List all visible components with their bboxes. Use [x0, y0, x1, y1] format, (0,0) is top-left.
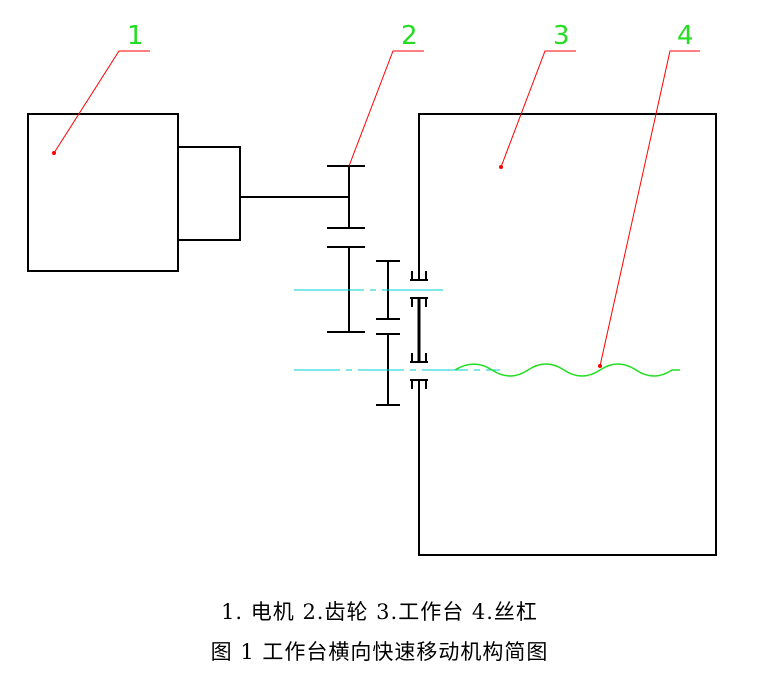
leader-2 — [348, 50, 424, 167]
leader-4 — [599, 50, 700, 367]
leader-dot-4 — [598, 364, 602, 368]
label-motor: 1 — [127, 21, 144, 51]
motor-body — [27, 113, 179, 272]
mechanism-diagram: 1 2 3 4 — [27, 21, 717, 556]
leader-dots — [52, 151, 602, 368]
gear-train — [327, 165, 400, 406]
motor — [27, 113, 349, 272]
worktable-frame-top — [418, 113, 717, 556]
label-lead-screw: 4 — [677, 21, 694, 51]
worktable — [410, 113, 717, 556]
lead-screw-thread — [454, 363, 680, 377]
centerlines — [294, 289, 500, 371]
label-worktable: 3 — [553, 21, 570, 51]
figure-title: 图 1 工作台横向快速移动机构简图 — [210, 640, 549, 664]
leader-dot-1 — [52, 151, 56, 155]
leader-1 — [53, 50, 150, 154]
figure-legend: 1. 电机 2.齿轮 3.工作台 4.丝杠 — [221, 600, 538, 624]
leader-3 — [500, 50, 576, 168]
leader-lines — [53, 50, 700, 367]
leader-dot-3 — [499, 165, 503, 169]
motor-flange — [178, 146, 241, 241]
label-gear: 2 — [401, 21, 418, 51]
